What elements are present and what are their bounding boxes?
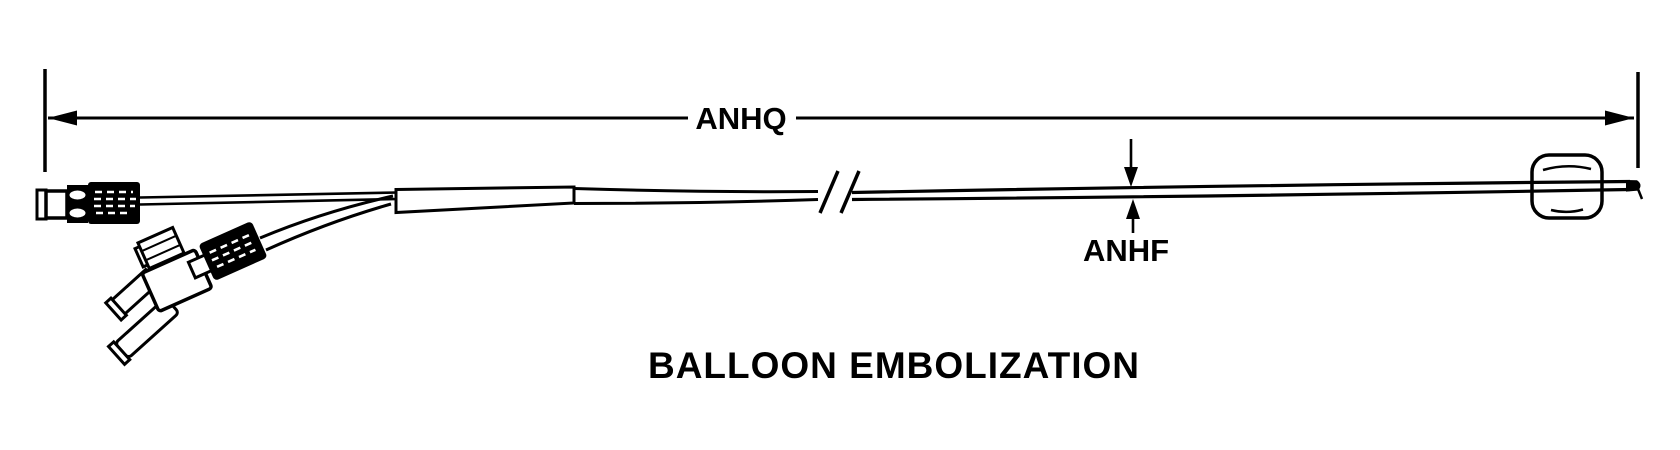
right-arrowhead-icon: [1605, 110, 1634, 126]
stopcock-hex-handle: [133, 225, 187, 271]
balloon-top-highlight: [1542, 165, 1592, 172]
break-mark-right: [839, 170, 861, 214]
hub-luer-block: [44, 189, 69, 220]
three-way-stopcock: [103, 222, 267, 367]
distal-shaft-bottom-edge: [851, 187, 1631, 202]
diameter-down-arrowhead-icon: [1124, 167, 1138, 187]
catheter-shaft: [139, 170, 1631, 215]
luer-hub: [35, 182, 140, 224]
inflation-line: [259, 194, 394, 252]
distal-shaft-top-edge: [851, 179, 1631, 195]
embolization-balloon: [1530, 153, 1644, 220]
break-mark-left: [818, 170, 840, 214]
proximal-shaft-bottom-edge: [139, 197, 399, 206]
proximal-shaft-top-edge: [139, 191, 399, 199]
stopcock-connector-nut: [199, 222, 267, 280]
hub-hex-facet-bottom: [69, 208, 86, 218]
figure-title: BALLOON EMBOLIZATION: [648, 345, 1140, 386]
inflation-tube-bottom-edge: [265, 202, 392, 252]
mid-shaft-top-edge: [573, 187, 819, 194]
length-dimension: ANHQ: [43, 69, 1640, 172]
junction-sleeve: [394, 185, 576, 215]
overall-length-label: ANHQ: [695, 101, 786, 136]
mid-shaft-bottom-edge: [573, 198, 819, 205]
stopcock-lower-port: [106, 297, 179, 367]
hub-knurl-hatching: [94, 190, 136, 215]
diameter-dimension: ANHF: [1083, 139, 1169, 268]
catheter-tip: [1626, 180, 1641, 192]
balloon-bottom-highlight: [1550, 208, 1584, 214]
hub-knurled-barrel: [88, 182, 140, 224]
hub-hex-facet-top: [69, 190, 86, 200]
left-arrowhead-icon: [48, 110, 77, 126]
diameter-up-arrowhead-icon: [1126, 199, 1140, 219]
diameter-label: ANHF: [1083, 233, 1169, 268]
balloon-outline: [1530, 153, 1604, 220]
catheter-tip-hook: [1636, 188, 1644, 200]
